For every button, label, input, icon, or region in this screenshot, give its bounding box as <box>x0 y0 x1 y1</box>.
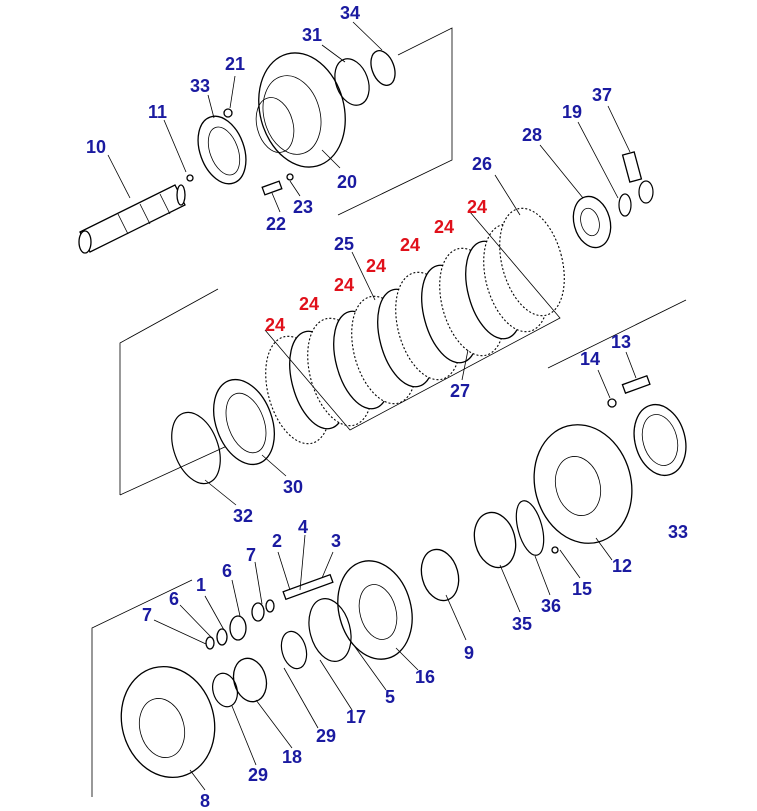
callout-4: 4 <box>298 517 309 537</box>
callout-24: 24 <box>434 217 455 237</box>
callout-21: 21 <box>225 54 246 74</box>
callout-22: 22 <box>266 214 287 234</box>
shaft-10 <box>78 174 194 254</box>
callout-16: 16 <box>415 667 436 687</box>
callout-34: 34 <box>340 3 361 23</box>
callout-6: 6 <box>169 589 180 609</box>
bottom-parts <box>120 500 545 779</box>
callout-3: 3 <box>331 531 342 551</box>
carrier-12 <box>533 424 633 554</box>
callout-27: 27 <box>450 381 471 401</box>
callout-18: 18 <box>282 747 303 767</box>
callout-17: 17 <box>346 707 367 727</box>
callout-29: 29 <box>248 765 269 785</box>
ring-31 <box>334 50 396 106</box>
callout-10: 10 <box>86 137 107 157</box>
callout-6: 6 <box>222 561 233 581</box>
callout-19: 19 <box>562 102 583 122</box>
callout-14: 14 <box>580 349 601 369</box>
callout-24: 24 <box>334 275 355 295</box>
bolt-13 <box>607 374 651 408</box>
callout-33: 33 <box>190 76 211 96</box>
callout-24: 24 <box>265 315 286 335</box>
callout-1: 1 <box>196 575 207 595</box>
callout-31: 31 <box>302 25 323 45</box>
callout-9: 9 <box>464 643 475 663</box>
callout-30: 30 <box>283 477 304 497</box>
callout-25: 25 <box>334 234 355 254</box>
callout-24: 24 <box>400 235 421 255</box>
callout-15: 15 <box>572 579 593 599</box>
piston-30 <box>171 378 275 485</box>
callout-29: 29 <box>316 726 337 746</box>
frame-lines <box>91 27 687 797</box>
callout-24: 24 <box>366 256 387 276</box>
callout-24: 24 <box>299 294 320 314</box>
callout-37: 37 <box>592 85 613 105</box>
bearing-33-top <box>197 115 247 185</box>
clutch-pack <box>264 207 565 445</box>
callout-8: 8 <box>200 791 211 811</box>
callout-33: 33 <box>668 522 689 542</box>
callout-13: 13 <box>611 332 632 352</box>
callout-2: 2 <box>272 531 283 551</box>
callout-35: 35 <box>512 614 533 634</box>
bearing-33-right <box>633 403 687 477</box>
callout-12: 12 <box>612 556 633 576</box>
leader-lines <box>107 21 637 791</box>
callout-23: 23 <box>293 197 314 217</box>
callout-7: 7 <box>142 605 153 625</box>
callout-5: 5 <box>385 687 396 707</box>
callout-36: 36 <box>541 596 562 616</box>
callout-20: 20 <box>337 172 358 192</box>
callout-7: 7 <box>246 545 257 565</box>
callout-24: 24 <box>467 197 488 217</box>
callout-28: 28 <box>522 125 543 145</box>
housing-20 <box>223 52 346 196</box>
callout-32: 32 <box>233 506 254 526</box>
callout-11: 11 <box>148 102 168 122</box>
callout-26: 26 <box>472 154 493 174</box>
gear-28 <box>572 151 654 249</box>
